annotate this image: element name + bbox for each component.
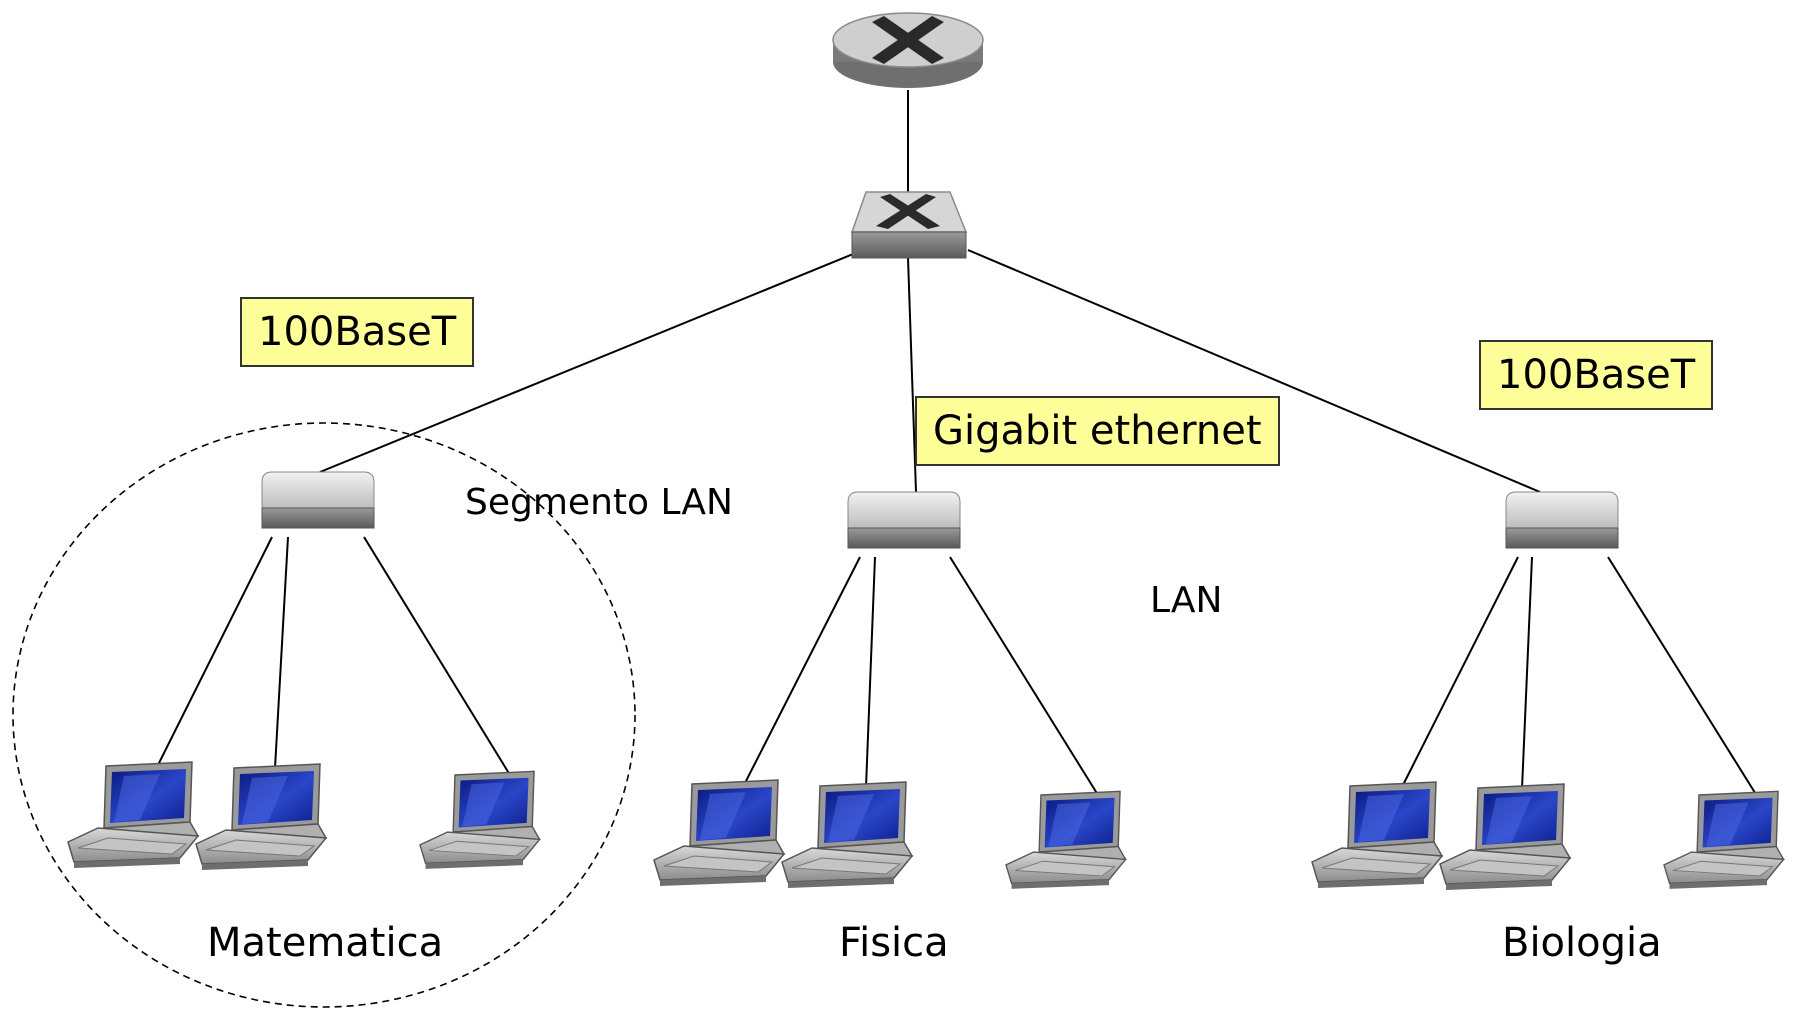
hub-icon — [847, 491, 961, 549]
laptop-icon — [1439, 783, 1571, 891]
dept-label-matematica: Matematica — [207, 920, 444, 966]
speed-label-left: 100BaseT — [240, 297, 475, 367]
lan-label: LAN — [1150, 580, 1223, 621]
laptop-icon — [1663, 790, 1785, 890]
laptop-icon — [1005, 790, 1127, 890]
laptop-icon — [653, 779, 785, 887]
connection-lines — [156, 90, 1758, 797]
speed-label-center: Gigabit ethernet — [915, 396, 1280, 466]
laptop-icon — [419, 770, 541, 870]
dept-label-fisica: Fisica — [839, 920, 949, 966]
segment-boundary — [12, 422, 636, 1008]
switch-icon — [850, 191, 968, 259]
hub-icon — [261, 471, 375, 529]
link-switch-hub-right — [967, 249, 1541, 493]
link-switch-hub-center — [907, 257, 917, 493]
dept-label-biologia: Biologia — [1502, 920, 1662, 966]
segment-label: Segmento LAN — [465, 482, 733, 523]
speed-label-right: 100BaseT — [1479, 340, 1714, 410]
router-icon — [832, 12, 984, 88]
laptop-icon — [781, 781, 913, 889]
laptop-icon — [195, 763, 327, 871]
hub-icon — [1505, 491, 1619, 549]
laptop-icon — [67, 761, 199, 869]
link-switch-hub-left — [319, 251, 859, 473]
laptop-icon — [1311, 781, 1443, 889]
